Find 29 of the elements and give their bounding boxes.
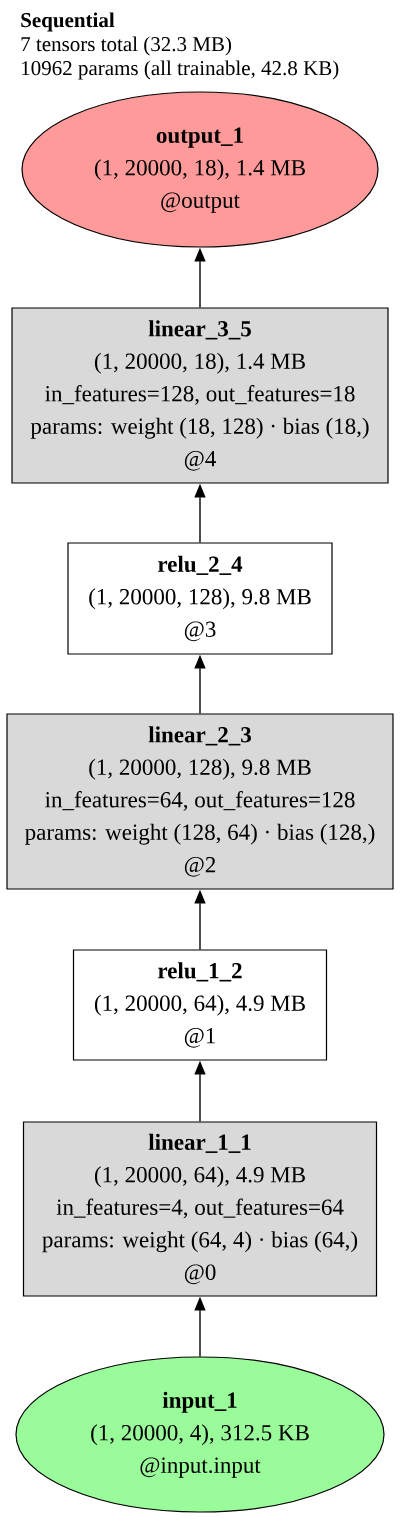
features-label: in_features=4, out_features=64 [56, 1198, 344, 1219]
summary-text: 7 tensors total (32.3 MB) [21, 36, 231, 56]
node-title: relu_2_4 [158, 555, 243, 575]
node-title: output_1 [156, 127, 243, 148]
params-label: params: weight (64, 4) · bias (64,) [42, 1231, 358, 1253]
address-label: @3 [184, 621, 216, 642]
shape-label: (1, 20000, 18), 1.4 MB [94, 352, 305, 374]
diagram-title: Sequential [21, 12, 115, 32]
shape-label: (1, 20000, 128), 9.8 MB [89, 588, 311, 610]
address-label: @input.input [140, 1457, 261, 1478]
address-label: @4 [184, 450, 216, 471]
features-label: in_features=128, out_features=18 [45, 385, 355, 405]
node-title: linear_1_1 [148, 1133, 251, 1153]
node-title: input_1 [162, 1391, 237, 1413]
shape-label: (1, 20000, 18), 1.4 MB [94, 159, 305, 181]
shape-label: (1, 20000, 64), 4.9 MB [94, 994, 305, 1016]
address-label: @1 [184, 1027, 215, 1048]
node-title: linear_3_5 [148, 320, 251, 340]
shape-label: (1, 20000, 64), 4.9 MB [94, 1166, 305, 1188]
address-label: @0 [184, 1264, 216, 1285]
node-title: relu_1_2 [158, 962, 242, 982]
node-title: linear_2_3 [148, 726, 251, 746]
address-label: @output [161, 192, 240, 213]
shape-label: (1, 20000, 4), 312.5 KB [91, 1424, 309, 1446]
shape-label: (1, 20000, 128), 9.8 MB [89, 758, 311, 780]
params-label: params: weight (18, 128) · bias (18,) [30, 417, 369, 439]
params-label: params: weight (128, 64) · bias (128,) [25, 823, 375, 845]
address-label: @2 [184, 856, 216, 877]
features-label: in_features=64, out_features=128 [45, 791, 355, 811]
